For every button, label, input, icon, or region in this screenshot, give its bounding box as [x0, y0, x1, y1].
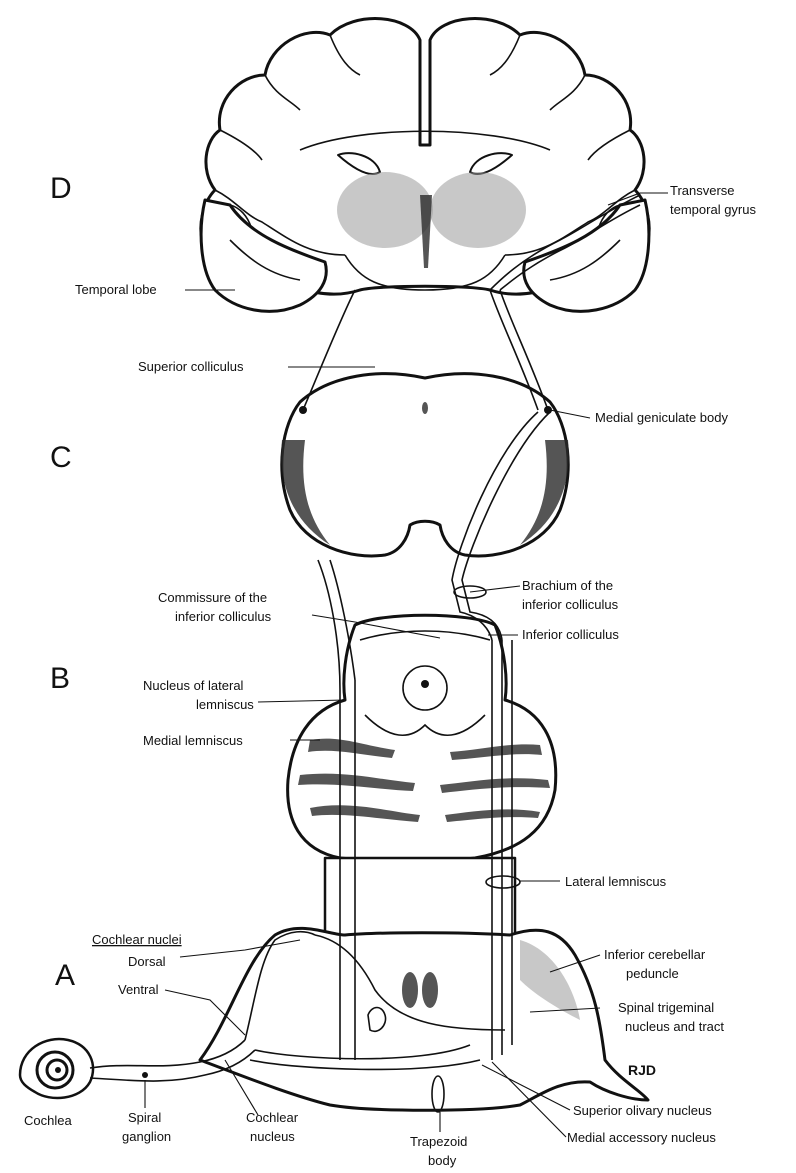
- label-superior-colliculus: Superior colliculus: [138, 359, 244, 374]
- label-spinal-trigeminal-line1: Spinal trigeminal: [618, 1000, 714, 1015]
- label-spiral-ganglion-line1: Spiral: [128, 1110, 161, 1125]
- label-nucleus-lateral-lemniscus-line1: Nucleus of lateral: [143, 678, 244, 693]
- section-letter-b: B: [50, 662, 70, 695]
- label-commissure-line2: inferior colliculus: [175, 609, 272, 624]
- label-spinal-trigeminal-line2: nucleus and tract: [625, 1019, 724, 1034]
- section-c-midbrain: [281, 374, 568, 556]
- label-superior-olivary-nucleus: Superior olivary nucleus: [573, 1103, 712, 1118]
- label-trapezoid-body-line2: body: [428, 1153, 457, 1168]
- section-letter-c: C: [50, 441, 72, 474]
- label-cochlear-nucleus-line2: nucleus: [250, 1129, 295, 1144]
- section-letter-d: D: [50, 172, 72, 205]
- section-a-medulla: [200, 858, 648, 1112]
- section-letter-a: A: [55, 959, 75, 992]
- label-medial-lemniscus: Medial lemniscus: [143, 733, 243, 748]
- label-inferior-cerebellar-peduncle-line2: peduncle: [626, 966, 679, 981]
- label-ventral: Ventral: [118, 982, 159, 997]
- label-temporal-lobe: Temporal lobe: [75, 282, 157, 297]
- label-cochlear-nuclei-heading: Cochlear nuclei: [92, 932, 182, 947]
- label-inferior-cerebellar-peduncle-line1: Inferior cerebellar: [604, 947, 706, 962]
- section-b-pons: [288, 615, 556, 861]
- artist-signature: RJD: [628, 1062, 656, 1078]
- label-transverse-temporal-gyrus-line2: temporal gyrus: [670, 202, 756, 217]
- label-trapezoid-body-line1: Trapezoid: [410, 1134, 467, 1149]
- label-brachium-line2: inferior colliculus: [522, 597, 619, 612]
- label-commissure-line1: Commissure of the: [158, 590, 267, 605]
- label-cochlear-nucleus-line1: Cochlear: [246, 1110, 299, 1125]
- label-lateral-lemniscus: Lateral lemniscus: [565, 874, 667, 889]
- label-brachium-line1: Brachium of the: [522, 578, 613, 593]
- label-nucleus-lateral-lemniscus-line2: lemniscus: [196, 697, 254, 712]
- label-cochlea: Cochlea: [24, 1113, 72, 1128]
- label-spiral-ganglion-line2: ganglion: [122, 1129, 171, 1144]
- label-inferior-colliculus: Inferior colliculus: [522, 627, 619, 642]
- label-medial-geniculate-body: Medial geniculate body: [595, 410, 728, 425]
- label-dorsal: Dorsal: [128, 954, 166, 969]
- label-medial-accessory-nucleus: Medial accessory nucleus: [567, 1130, 716, 1145]
- label-transverse-temporal-gyrus-line1: Transverse: [670, 183, 735, 198]
